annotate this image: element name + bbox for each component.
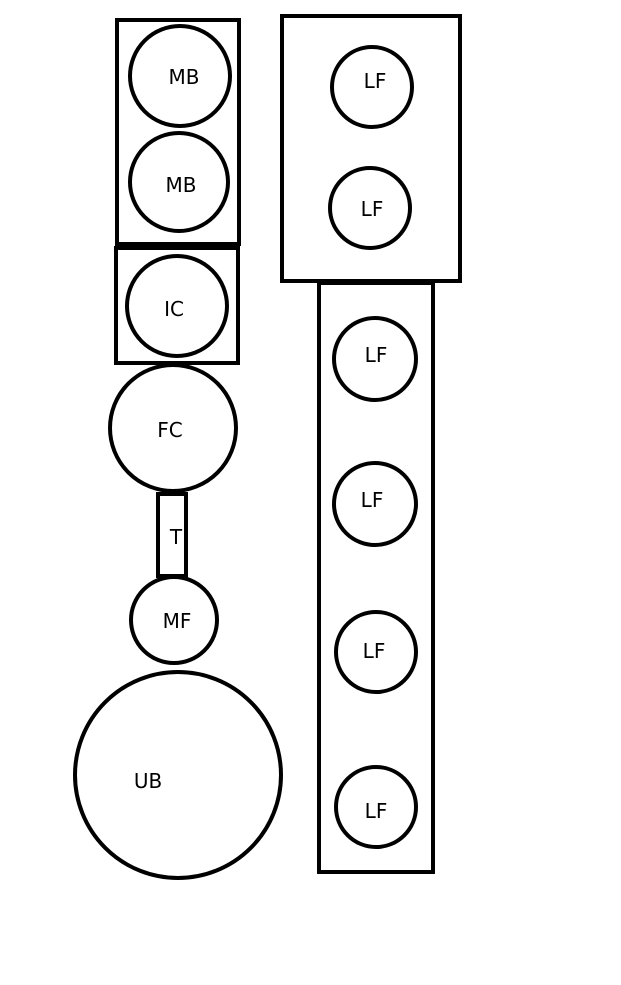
- lf-label-6: LF: [365, 799, 388, 823]
- lf-node-3: [332, 316, 418, 402]
- lf-label-3: LF: [365, 343, 388, 367]
- lf-node-4: [332, 461, 418, 547]
- fc-label: FC: [157, 418, 182, 442]
- mb-bottom-label: MB: [166, 173, 197, 197]
- mf-node: [129, 575, 219, 665]
- lf-node-1: [330, 45, 414, 129]
- mb-top-label: MB: [169, 65, 200, 89]
- lf-node-5: [334, 610, 418, 694]
- lf-node-2: [328, 166, 412, 250]
- mb-bottom-node: [128, 131, 230, 233]
- lf-label-4: LF: [361, 488, 384, 512]
- mf-label: MF: [163, 609, 192, 633]
- ic-node: [125, 254, 229, 358]
- lf-label-1: LF: [364, 69, 387, 93]
- lf-label-2: LF: [361, 197, 384, 221]
- lf-node-6: [334, 765, 418, 849]
- fc-node: [108, 363, 238, 493]
- ub-node: [73, 670, 283, 880]
- lf-label-5: LF: [363, 639, 386, 663]
- t-label: T: [169, 525, 183, 549]
- ub-label: UB: [134, 769, 162, 793]
- ic-label: IC: [164, 297, 184, 321]
- mb-top-node: [128, 24, 232, 128]
